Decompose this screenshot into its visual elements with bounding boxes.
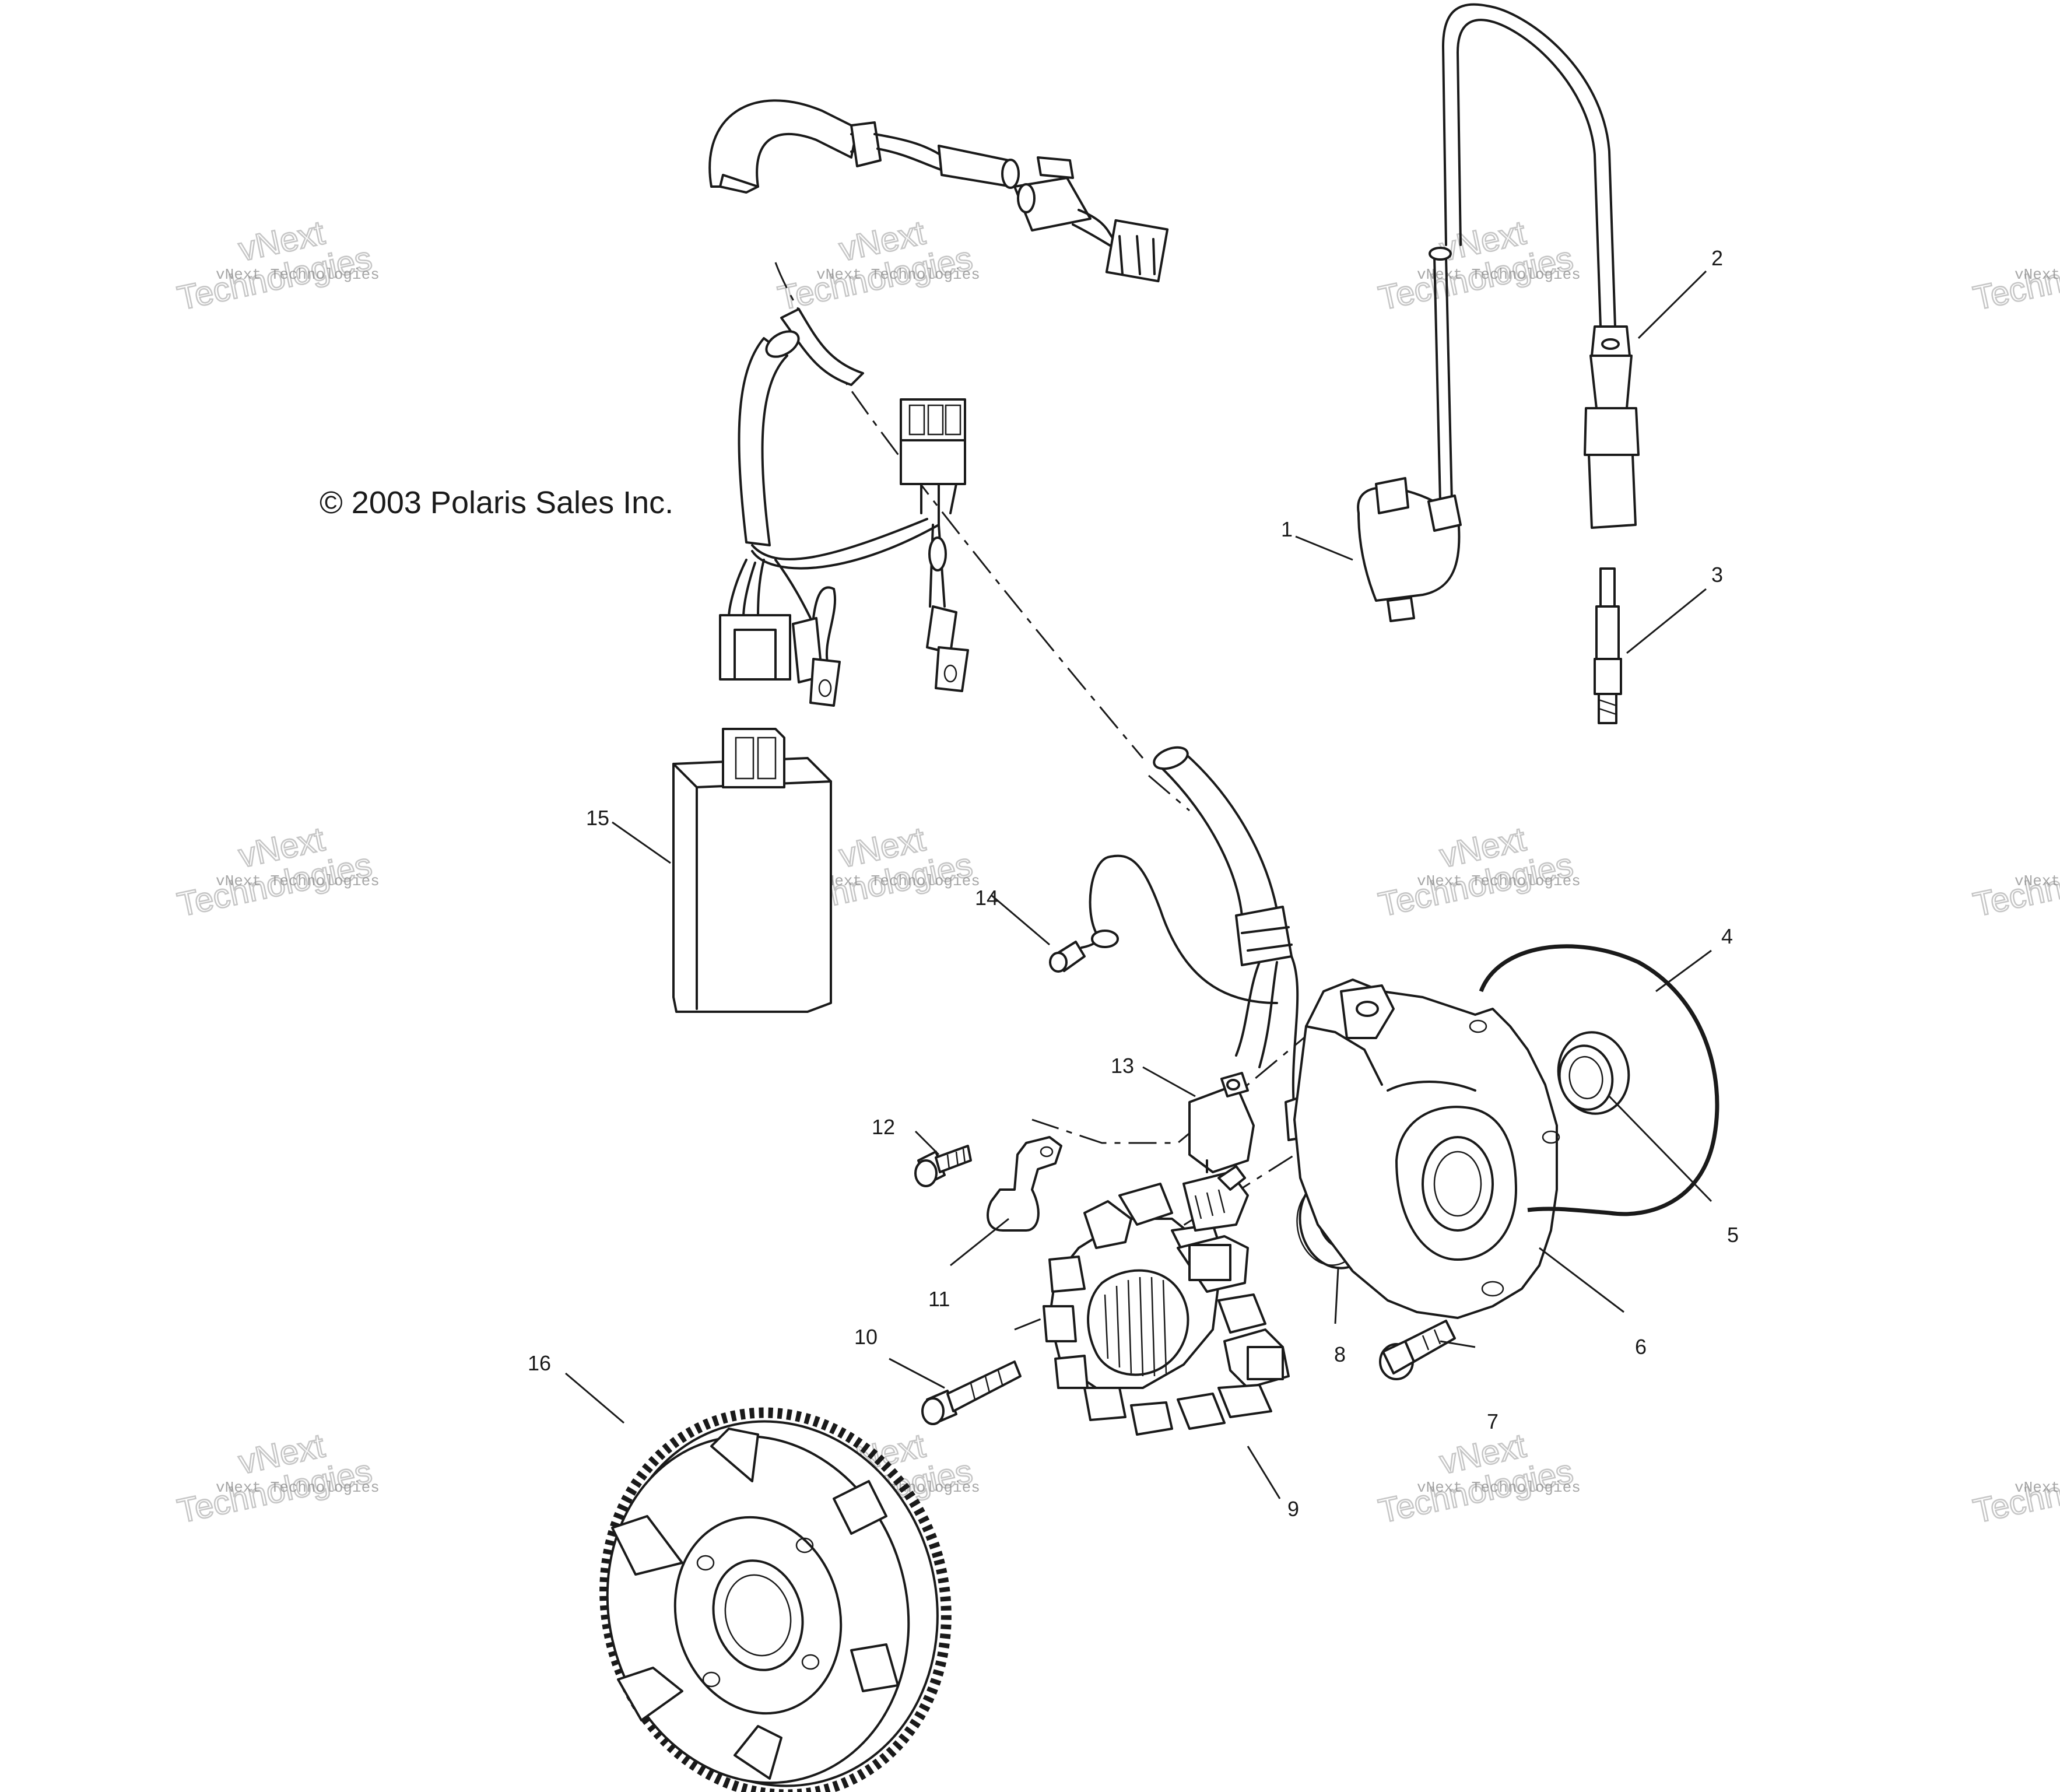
part-7-bolt [1379, 1320, 1456, 1380]
watermark-text: vNext Technologies [2015, 266, 2060, 283]
callout-5: 5 [1727, 1223, 1739, 1247]
wiring-harness [708, 99, 1169, 707]
callout-12: 12 [872, 1115, 895, 1139]
watermark-text: vNext Technologies [816, 872, 980, 890]
callout-15: 15 [586, 806, 609, 830]
part-9-stator [1043, 1165, 1290, 1436]
watermark-text: vNext Technologies [2015, 1479, 2060, 1496]
watermark-text: vNext Technologies [2015, 872, 2060, 890]
callout-10: 10 [854, 1325, 878, 1349]
part-5-small-seal [1557, 1031, 1630, 1115]
stator-harness-hose [1153, 746, 1307, 1141]
callout-3: 3 [1711, 563, 1723, 587]
part-11-clamp [987, 1136, 1062, 1232]
watermark-text: vNext Technologies [216, 266, 380, 283]
callout-14: 14 [975, 886, 998, 910]
part-10-long-screw [921, 1360, 1022, 1425]
part-2-spark-plug-cap [1441, 3, 1640, 529]
part-1-ignition-coil [1357, 247, 1462, 622]
part-3-spark-plug [1594, 567, 1622, 724]
leader-lines [565, 270, 1712, 1499]
part-4-o-ring [1479, 944, 1719, 1216]
callout-8: 8 [1334, 1342, 1346, 1366]
part-6-stator-housing [1293, 979, 1560, 1319]
watermark-text: vNext Technologies [816, 266, 980, 283]
callout-4: 4 [1721, 924, 1733, 948]
callout-9: 9 [1287, 1497, 1299, 1521]
callout-13: 13 [1111, 1054, 1134, 1078]
callout-7: 7 [1487, 1409, 1498, 1433]
watermark-text: vNext Technologies [216, 872, 380, 890]
part-13-pickup-coil [1188, 1072, 1255, 1173]
part-14-ground-screw [1049, 854, 1278, 1004]
callout-16: 16 [528, 1351, 551, 1375]
callout-2: 2 [1711, 246, 1723, 270]
copyright-notice: © 2003 Polaris Sales Inc. [320, 485, 673, 520]
callout-labels: 1 2 3 4 5 6 7 8 9 10 11 12 13 14 15 16 [528, 246, 1739, 1521]
watermark-text: vNext Technologies [1417, 1479, 1581, 1496]
callout-6: 6 [1635, 1335, 1647, 1359]
watermark-text: vNext Technologies [1417, 872, 1581, 890]
part-12-screw [914, 1145, 972, 1187]
part-16-flywheel [599, 1407, 952, 1792]
callout-11: 11 [928, 1287, 950, 1311]
watermark-text: vNext Technologies [1417, 266, 1581, 283]
part-15-cdi-box [672, 728, 832, 1013]
watermark-text: vNext Technologies [216, 1479, 380, 1496]
callout-1: 1 [1281, 517, 1293, 541]
